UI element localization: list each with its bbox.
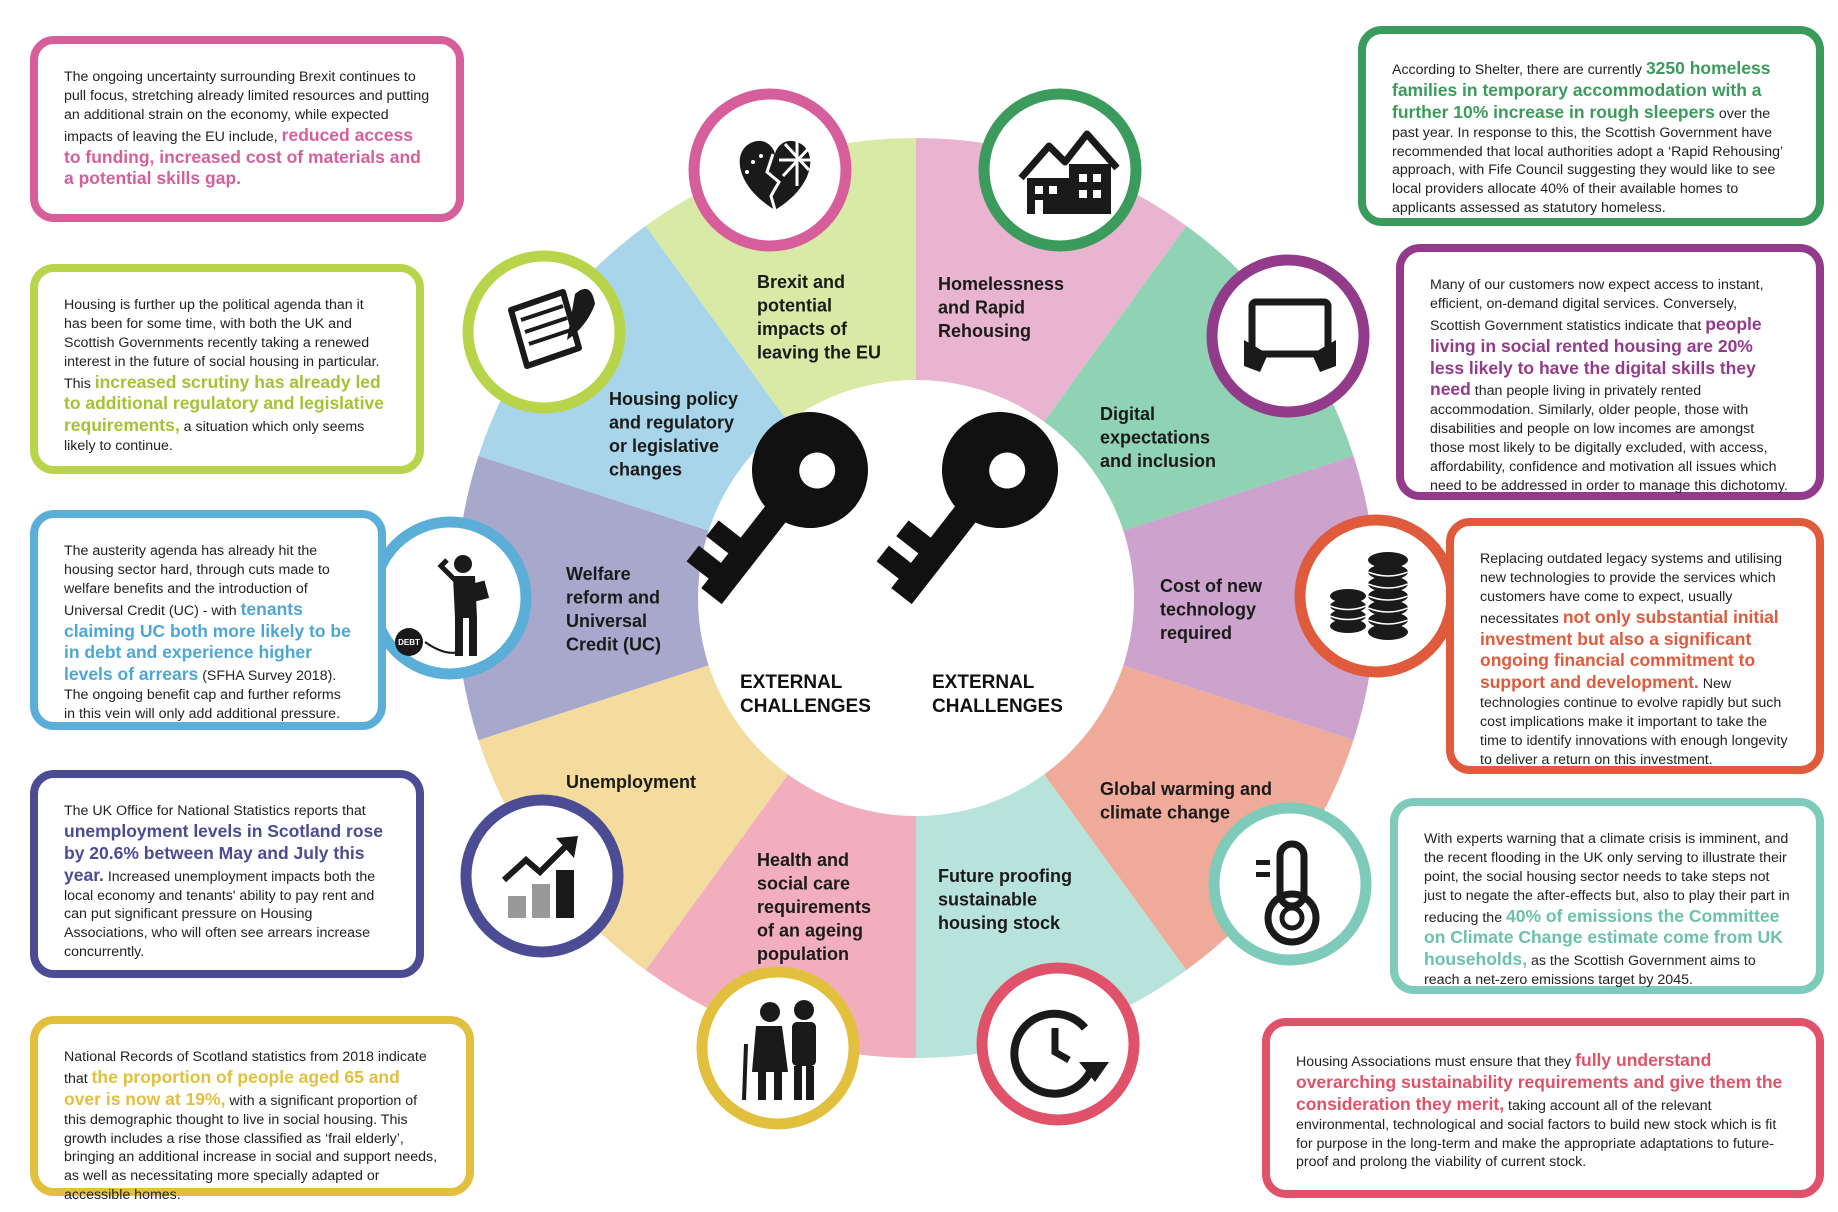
box-text: taking account all of the relevant envir… xyxy=(1296,1097,1777,1171)
box-text: over the past year. In response to this,… xyxy=(1392,105,1783,217)
icon-ring-digital xyxy=(1206,254,1370,418)
box-highlight: reduced access to funding, increased cos… xyxy=(64,124,421,189)
key-icon xyxy=(876,412,1058,605)
icon-ring-homelessness xyxy=(978,88,1142,252)
box-text: National Records of Scotland statistics … xyxy=(64,1049,427,1087)
box-highlight: the proportion of people aged 65 and ove… xyxy=(64,1066,400,1109)
box-text: The ongoing uncertainty surrounding Brex… xyxy=(64,69,430,145)
box-highlight: increased scrutiny has already led to ad… xyxy=(64,371,384,436)
icon-ring-unemployment xyxy=(460,794,624,958)
broken-heart-flags-icon xyxy=(739,140,815,211)
icon-ring-policy xyxy=(462,250,626,414)
segment-label-unemployment: Unemployment xyxy=(566,772,696,792)
box-text: With experts warning that a climate cris… xyxy=(1424,831,1790,926)
scroll-quill-icon xyxy=(508,288,595,369)
box-future: Housing Associations must ensure that th… xyxy=(1262,1018,1824,1198)
box-text: Replacing outdated legacy systems and ut… xyxy=(1480,551,1783,627)
box-welfare: The austerity agenda has already hit the… xyxy=(30,510,386,730)
box-text: The UK Office for National Statistics re… xyxy=(64,803,366,819)
debt-tag: DEBT xyxy=(398,638,420,647)
box-text: Housing Associations must ensure that th… xyxy=(1296,1054,1576,1070)
thermometer-icon xyxy=(1256,840,1320,946)
box-highlight: tenants claiming UC both more likely to … xyxy=(64,598,351,685)
box-highlight: unemployment levels in Scotland rose by … xyxy=(64,820,383,885)
box-homelessness: According to Shelter, there are currentl… xyxy=(1358,26,1824,226)
segment-digital xyxy=(916,455,1376,741)
box-digital: Many of our customers now expect access … xyxy=(1396,244,1824,500)
box-highlight: 3250 homeless families in temporary acco… xyxy=(1392,58,1771,122)
box-text: According to Shelter, there are currentl… xyxy=(1392,62,1646,78)
box-policy: Housing is further up the political agen… xyxy=(30,264,424,474)
key-icon xyxy=(686,412,868,605)
box-highlight: not only substantial initial investment … xyxy=(1480,606,1779,693)
box-text: with a significant proportion of this de… xyxy=(64,1092,438,1204)
icon-ring-climate xyxy=(1208,802,1372,966)
box-highlight: 40% of emissions the Committee on Climat… xyxy=(1424,905,1783,970)
box-health: National Records of Scotland statistics … xyxy=(30,1016,474,1203)
box-highlight: fully understand overarching sustainabil… xyxy=(1296,1050,1783,1114)
box-text: (SFHA Survey 2018). The ongoing benefit … xyxy=(64,668,341,722)
box-text: The austerity agenda has already hit the… xyxy=(64,543,330,619)
box-text: Increased unemployment impacts both the … xyxy=(64,868,376,961)
rising-chart-icon xyxy=(501,836,578,918)
box-brexit: The ongoing uncertainty surrounding Brex… xyxy=(30,36,464,222)
coin-stacks-icon xyxy=(1329,552,1409,640)
box-technology: Replacing outdated legacy systems and ut… xyxy=(1446,518,1824,774)
box-text: Many of our customers now expect access … xyxy=(1430,277,1764,334)
box-highlight: people living in social rented housing a… xyxy=(1430,313,1762,400)
houses-icon xyxy=(1018,130,1120,214)
tablet-icon xyxy=(1244,298,1336,372)
box-text: as the Scottish Government aims to reach… xyxy=(1424,953,1756,989)
elderly-couple-icon xyxy=(742,1000,816,1101)
box-text: a situation which only seems likely to c… xyxy=(64,419,365,455)
debt-man-icon: DEBT xyxy=(395,555,490,656)
box-text: New technologies continue to evolve rapi… xyxy=(1480,676,1788,768)
icon-ring-welfare xyxy=(368,516,532,680)
box-unemployment: The UK Office for National Statistics re… xyxy=(30,770,424,978)
clock-arrow-icon xyxy=(1010,1009,1109,1098)
segment-unemployment xyxy=(456,455,916,741)
box-text: Housing is further up the political agen… xyxy=(64,297,380,392)
icon-rings xyxy=(368,88,1458,1130)
box-text: than people living in privately rented a… xyxy=(1430,383,1788,494)
box-climate: With experts warning that a climate cris… xyxy=(1390,798,1824,994)
